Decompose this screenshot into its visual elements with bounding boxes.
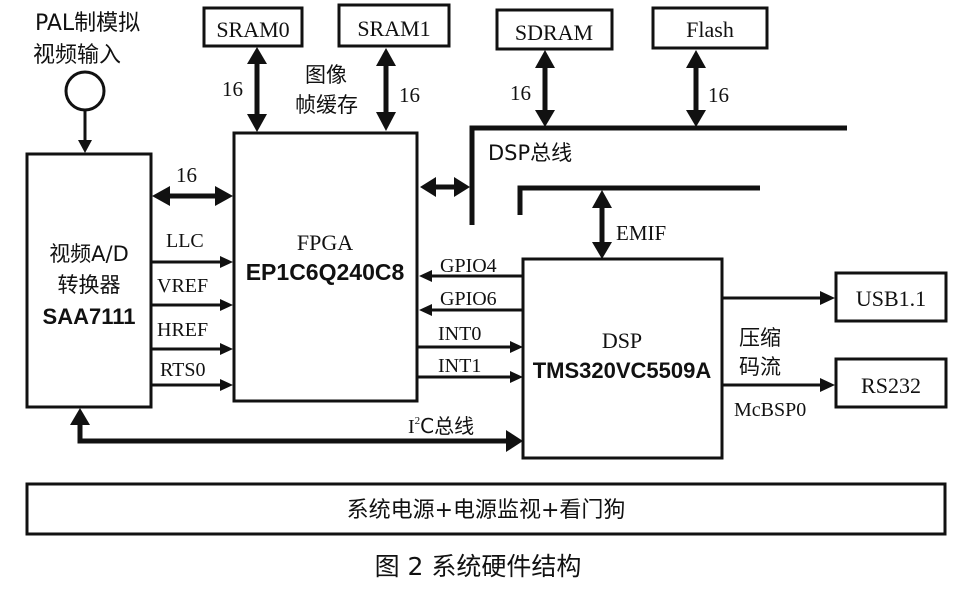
gpio4-label: GPIO4 xyxy=(440,255,497,277)
i2c-arrow-right xyxy=(506,430,523,452)
usb-box xyxy=(834,271,948,323)
sram0-box xyxy=(202,6,304,48)
emif-arrow-down xyxy=(592,242,612,259)
vref-label: VREF xyxy=(157,275,208,297)
rts0-arrowhead xyxy=(220,379,233,391)
video-input-connector-icon xyxy=(64,70,106,112)
sram0-width: 16 xyxy=(222,77,243,101)
gpio6-arrowhead xyxy=(419,304,432,316)
gpio6-label: GPIO6 xyxy=(440,288,497,310)
sram1-arrow-up xyxy=(376,48,396,66)
usb-arrowhead xyxy=(820,291,835,305)
rs232-arrowhead xyxy=(820,378,835,392)
flash-box xyxy=(651,6,769,50)
flash-arrow-up xyxy=(686,50,706,68)
adc-fpga-width: 16 xyxy=(176,163,197,187)
fpga-label-1: FPGA xyxy=(297,230,353,255)
gpio4-arrowhead xyxy=(419,270,432,282)
i2c-label-suffix: C总线 xyxy=(420,414,474,438)
rs232-label: RS232 xyxy=(861,373,921,398)
dsp-bus-line xyxy=(469,125,847,225)
sram1-label: SRAM1 xyxy=(357,16,430,41)
sram0-label: SRAM0 xyxy=(216,17,289,42)
emif-label: EMIF xyxy=(616,221,666,245)
adc-label-3: SAA7111 xyxy=(43,304,136,329)
adc-label-2: 转换器 xyxy=(58,273,121,297)
flash-width: 16 xyxy=(708,83,729,107)
llc-label: LLC xyxy=(166,230,204,252)
frame-buffer-label-1: 图像 xyxy=(305,63,347,87)
sdram-arrow-down xyxy=(535,110,555,127)
usb-label: USB1.1 xyxy=(856,286,926,311)
dsp-label-2: TMS320VC5509A xyxy=(533,358,712,383)
adc-fpga-arrow-left xyxy=(152,186,170,206)
sdram-width: 16 xyxy=(510,81,531,105)
compressed-stream-label-1: 压缩 xyxy=(739,326,781,350)
i2c-arrow-up xyxy=(70,408,90,425)
int1-arrowhead xyxy=(510,371,523,383)
llc-arrowhead xyxy=(220,256,233,268)
power-box xyxy=(25,482,947,536)
fpga-dsp-bus-arrow-right xyxy=(454,177,470,197)
dsp-label-1: DSP xyxy=(602,328,642,353)
power-label: 系统电源+电源监视+看门狗 xyxy=(347,498,626,523)
video-input-arrowhead xyxy=(78,140,92,153)
int1-label: INT1 xyxy=(438,355,481,377)
video-input-label-2: 视频输入 xyxy=(33,43,121,68)
compressed-stream-label-2: 码流 xyxy=(739,355,781,379)
rts0-label: RTS0 xyxy=(160,359,205,381)
sram0-arrow-down xyxy=(247,114,267,132)
dsp-bus-inner-line xyxy=(517,185,760,215)
int0-label: INT0 xyxy=(438,323,481,345)
video-input-label-1: PAL制模拟 xyxy=(35,11,140,36)
sram1-arrow-down xyxy=(376,112,396,131)
figure-caption: 图 2 系统硬件结构 xyxy=(375,552,582,581)
sram1-box xyxy=(337,3,451,48)
fpga-label-2: EP1C6Q240C8 xyxy=(246,259,405,285)
adc-box xyxy=(25,152,153,409)
adc-fpga-arrow-right xyxy=(215,186,233,206)
i2c-bus-line xyxy=(77,425,510,444)
sdram-box xyxy=(495,8,614,51)
fpga-dsp-bus-arrow-left xyxy=(420,177,436,197)
href-label: HREF xyxy=(157,319,208,341)
int0-arrowhead xyxy=(510,341,523,353)
sram0-arrow-up xyxy=(247,47,267,64)
sdram-label: SDRAM xyxy=(515,20,593,45)
adc-label-1: 视频A/D xyxy=(49,242,129,266)
sdram-arrow-up xyxy=(535,50,555,68)
dsp-box xyxy=(521,257,724,460)
flash-arrow-down xyxy=(686,110,706,127)
flash-label: Flash xyxy=(686,17,734,42)
rs232-box xyxy=(834,357,948,409)
i2c-label: I2C总线 xyxy=(408,414,474,438)
i2c-label-prefix: I xyxy=(408,416,415,438)
sram1-width: 16 xyxy=(399,83,420,107)
href-arrowhead xyxy=(220,343,233,355)
dsp-bus-label: DSP总线 xyxy=(488,141,572,165)
mcbsp0-label: McBSP0 xyxy=(734,399,806,421)
vref-arrowhead xyxy=(220,299,233,311)
i2c-label-superscript: 2 xyxy=(415,415,421,427)
fpga-box xyxy=(232,131,419,403)
frame-buffer-label-2: 帧缓存 xyxy=(295,93,358,117)
emif-arrow-up xyxy=(592,190,612,208)
